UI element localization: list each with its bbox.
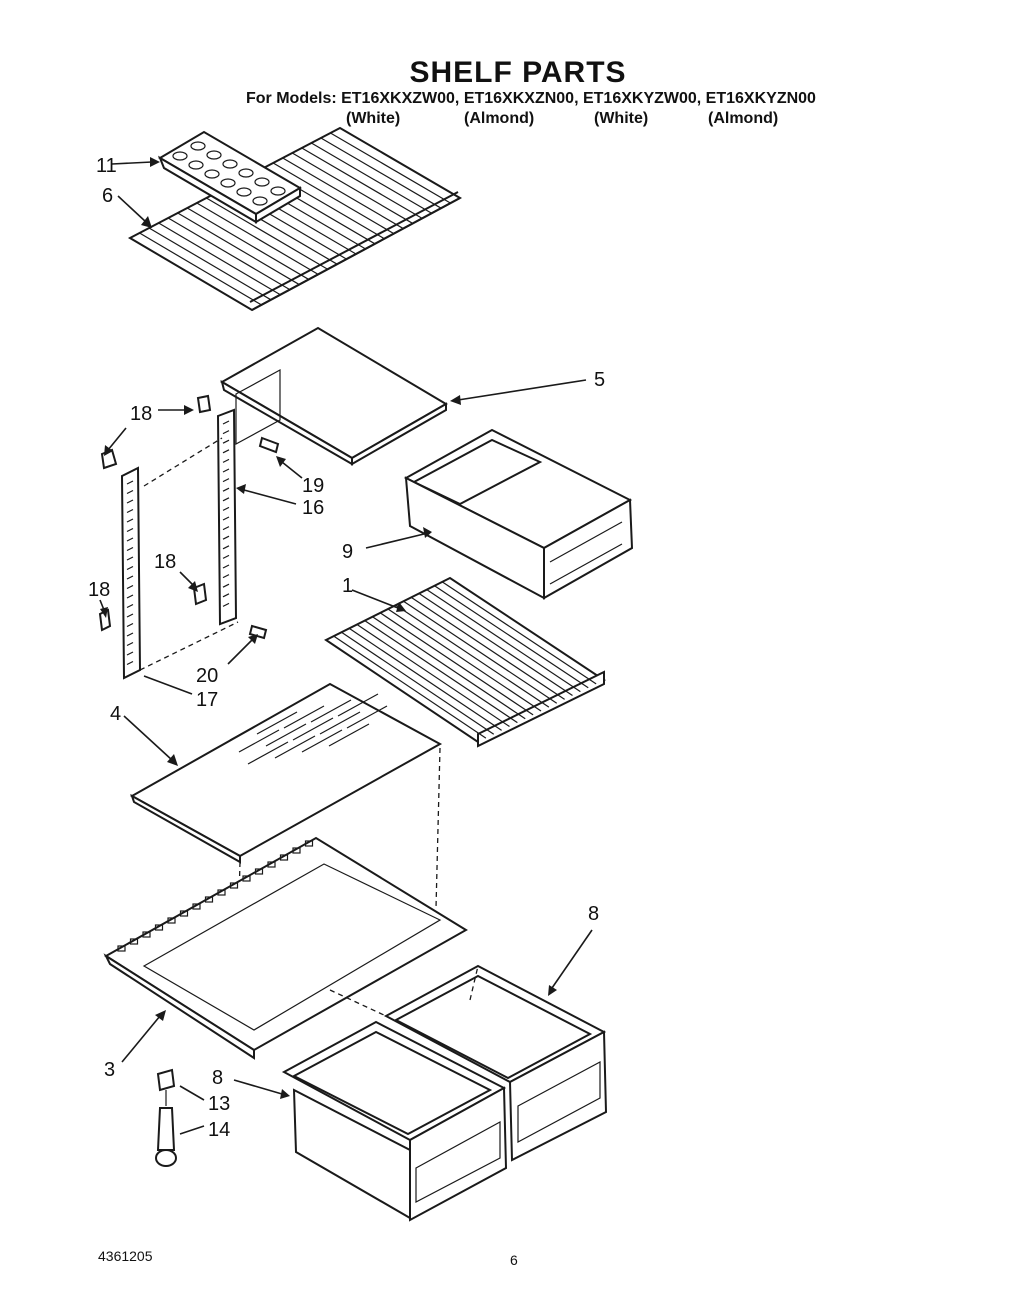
shelf-rails bbox=[98, 394, 280, 680]
callout-18-top: 18 bbox=[130, 403, 152, 425]
meat-keeper-pan bbox=[403, 428, 634, 600]
callout-11: 11 bbox=[96, 155, 117, 177]
callout-1: 1 bbox=[342, 575, 353, 597]
callout-3: 3 bbox=[104, 1059, 115, 1081]
crisper-cover-frame bbox=[103, 836, 468, 1060]
crisper-drawer-right bbox=[329, 964, 608, 1162]
callout-8-right: 8 bbox=[588, 903, 599, 925]
page-title: SHELF PARTS bbox=[409, 56, 627, 89]
color-label-1: (White) bbox=[346, 110, 401, 127]
callout-18-low: 18 bbox=[88, 579, 110, 601]
callout-16: 16 bbox=[302, 497, 324, 519]
callout-9: 9 bbox=[342, 541, 353, 563]
callout-6: 6 bbox=[102, 185, 113, 207]
document-code: 4361205 bbox=[98, 1248, 153, 1264]
drain-tube bbox=[155, 1068, 177, 1167]
models-line: For Models: ET16XKXZW00, ET16XKXZN00, ET… bbox=[246, 90, 816, 107]
callout-20: 20 bbox=[196, 665, 218, 687]
ice-cube-tray bbox=[157, 130, 302, 224]
leader-arrows bbox=[99, 157, 593, 1135]
slide-out-shelf bbox=[324, 576, 607, 748]
callout-4: 4 bbox=[110, 703, 121, 725]
callout-19: 19 bbox=[302, 475, 324, 497]
color-label-2: (Almond) bbox=[464, 110, 535, 127]
callout-8-left: 8 bbox=[212, 1067, 223, 1089]
glass-shelf bbox=[129, 682, 443, 1011]
color-label-3: (White) bbox=[594, 110, 649, 127]
callout-13: 13 bbox=[208, 1093, 230, 1115]
callout-14: 14 bbox=[208, 1119, 230, 1141]
page-number: 6 bbox=[510, 1252, 518, 1268]
callout-18-mid: 18 bbox=[154, 551, 176, 573]
shelf-cover-glass bbox=[219, 326, 448, 466]
color-label-4: (Almond) bbox=[708, 110, 779, 127]
callout-17: 17 bbox=[196, 689, 218, 711]
callout-5: 5 bbox=[594, 369, 605, 391]
crisper-drawer-left bbox=[281, 1020, 508, 1222]
callout-labels: 11 6 5 18 19 16 9 18 1 18 20 17 4 8 3 8 … bbox=[88, 155, 605, 1141]
